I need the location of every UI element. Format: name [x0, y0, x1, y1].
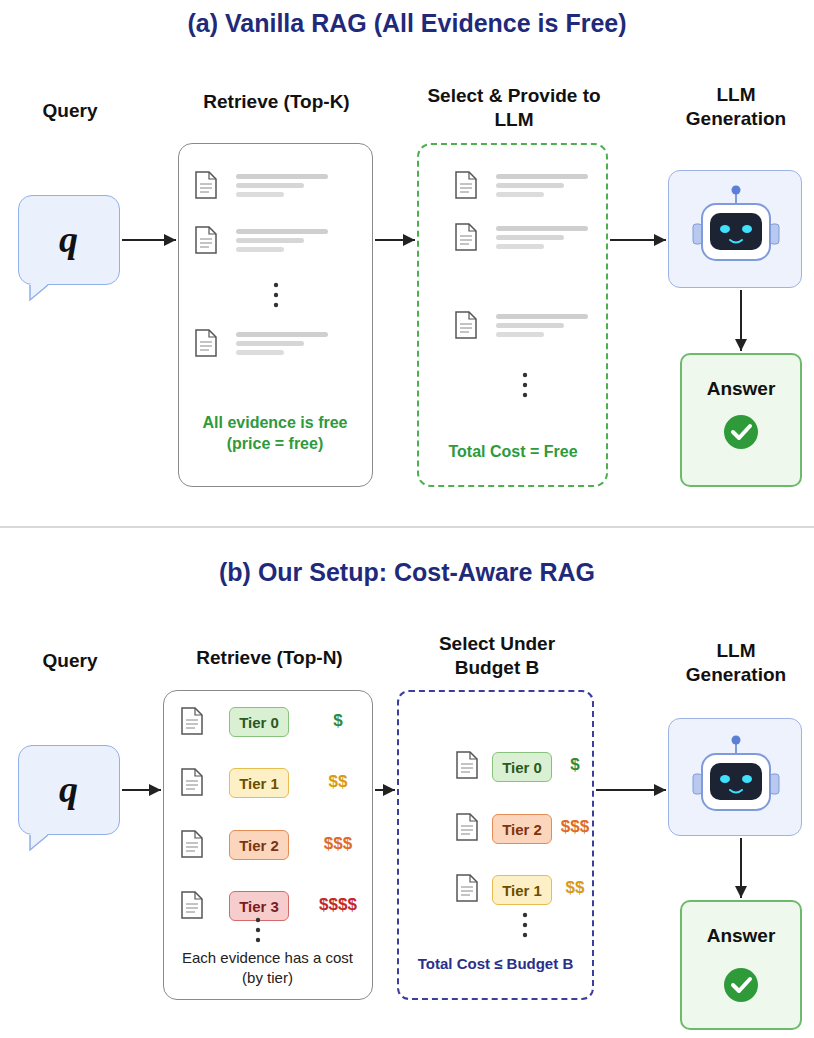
price-label: $$$: [303, 832, 373, 856]
tier-label: Tier 3: [239, 898, 279, 915]
step-heading: LLM Generation: [676, 83, 796, 131]
robot-icon: [693, 186, 779, 261]
step-heading: Query: [0, 649, 140, 673]
flow-arrow: [122, 239, 176, 241]
text-lines: [236, 174, 328, 197]
llm-box: LLM Generation: [668, 718, 802, 836]
document-icon: [456, 312, 476, 338]
box-text: Total Cost = Free: [425, 441, 601, 462]
ellipsis-dots: [523, 373, 527, 397]
query-bubble: Queryq: [18, 745, 120, 835]
document-icon: [456, 224, 476, 250]
step-heading: LLM Generation: [676, 639, 796, 687]
check-icon: [724, 968, 758, 1002]
flow-arrow: [740, 838, 742, 898]
ellipsis-dots: [523, 913, 527, 937]
document-icon: [196, 330, 216, 356]
price-label: $: [303, 709, 373, 733]
step-heading: Retrieve (Top-K): [159, 90, 394, 114]
price-label: $: [540, 753, 610, 777]
price-label: $$$$: [303, 893, 373, 917]
flow-arrow: [375, 789, 395, 791]
tier-label: Tier 2: [502, 821, 542, 838]
panel-title: (b) Our Setup: Cost-Aware RAG: [0, 557, 814, 587]
llm-box: LLM Generation: [668, 170, 802, 288]
document-icon: [182, 769, 202, 795]
document-icon: [457, 752, 477, 778]
text-lines: [496, 174, 588, 197]
flow-arrow: [375, 239, 415, 241]
tier-badge: Tier 0: [229, 707, 289, 737]
price-label: $$: [303, 770, 373, 794]
text-lines: [236, 332, 328, 355]
flow-arrow: [610, 239, 666, 241]
robot-icon: [693, 736, 779, 811]
box-text: Answer: [682, 377, 800, 401]
bubble-tail: [30, 285, 48, 300]
tier-label: Tier 0: [502, 759, 542, 776]
tier-badge: Tier 3: [229, 891, 289, 921]
document-icon: [196, 227, 216, 253]
flow-arrow: [122, 789, 161, 791]
text-lines: [496, 226, 588, 249]
query-bubble: Queryq: [18, 195, 120, 285]
tier-label: Tier 1: [239, 775, 279, 792]
document-icon: [457, 814, 477, 840]
ellipsis-dots: [274, 283, 278, 307]
box-text: All evidence is free (price = free): [189, 412, 361, 454]
tier-badge: Tier 0: [492, 752, 552, 782]
document-icon: [182, 892, 202, 918]
document-icon: [182, 708, 202, 734]
box-text: Total Cost ≤ Budget B: [405, 954, 586, 974]
flow-arrow: [740, 290, 742, 351]
price-label: $$: [540, 876, 610, 900]
tier-label: Tier 2: [239, 837, 279, 854]
tier-label: Tier 1: [502, 882, 542, 899]
budget-selection-panel: Select Under Budget BTotal Cost ≤ Budget…: [397, 690, 594, 1000]
document-icon: [456, 172, 476, 198]
tier-badge: Tier 2: [492, 814, 552, 844]
box-text: q: [19, 214, 118, 264]
bubble-tail: [30, 835, 48, 850]
tier-badge: Tier 1: [492, 875, 552, 905]
step-heading: Select & Provide to LLM: [424, 84, 604, 132]
tier-badge: Tier 2: [229, 830, 289, 860]
tier-label: Tier 0: [239, 714, 279, 731]
document-icon: [457, 875, 477, 901]
box-text: Answer: [682, 924, 800, 948]
flow-arrow: [596, 789, 666, 791]
box-text: q: [19, 764, 118, 814]
step-heading: Query: [0, 99, 140, 123]
price-label: $$$: [540, 815, 610, 839]
check-icon: [724, 415, 758, 449]
tier-badge: Tier 1: [229, 768, 289, 798]
document-icon: [182, 831, 202, 857]
step-heading: Retrieve (Top-N): [152, 646, 387, 670]
bubble-tail: [30, 834, 48, 850]
box-text: Each evidence has a cost (by tier): [174, 948, 361, 988]
document-icon: [196, 172, 216, 198]
answer-box: Answer: [680, 353, 802, 487]
step-heading: Select Under Budget B: [412, 632, 582, 680]
selection-panel: Select & Provide to LLMTotal Cost = Free: [417, 143, 608, 487]
retrieve-panel: Retrieve (Top-K)All evidence is free (pr…: [178, 143, 373, 487]
panel-title: (a) Vanilla RAG (All Evidence is Free): [0, 8, 814, 38]
answer-box: Answer: [680, 900, 802, 1030]
ellipsis-dots: [256, 918, 260, 942]
bubble-tail: [30, 284, 48, 300]
text-lines: [496, 314, 588, 337]
text-lines: [236, 229, 328, 252]
panel-divider: [0, 526, 814, 528]
